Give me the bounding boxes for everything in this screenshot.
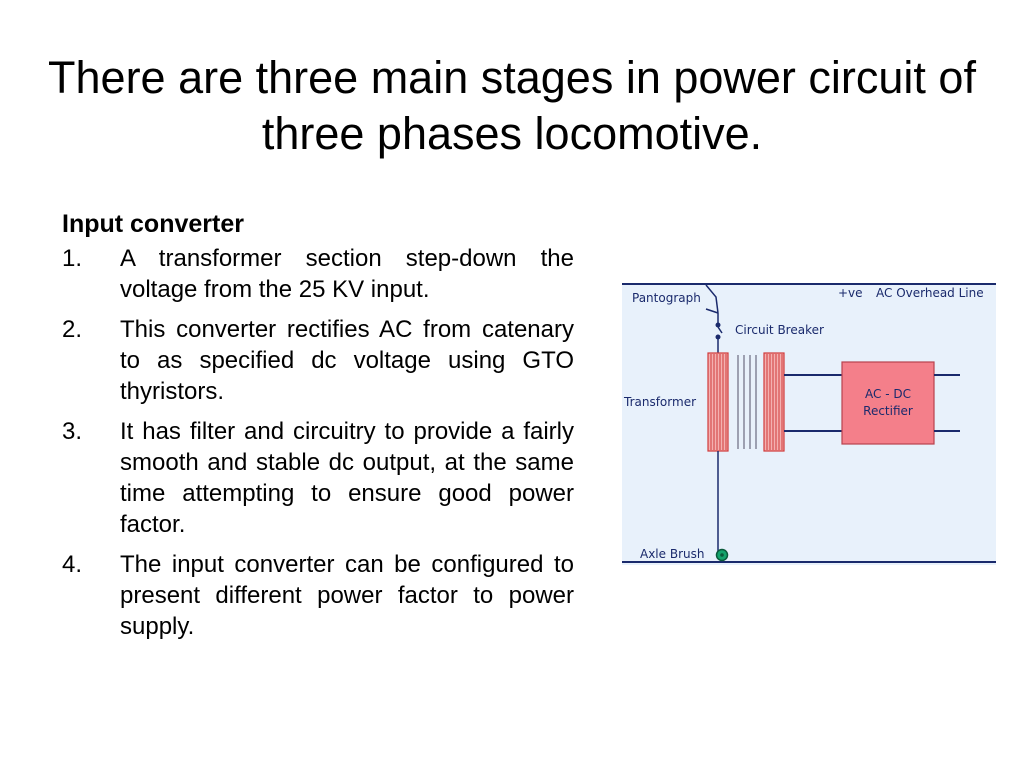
list-item-text: The input converter can be configured to… — [120, 551, 574, 640]
axle-brush-center — [720, 553, 724, 557]
list-item-text: This converter rectifies AC from catenar… — [120, 316, 574, 405]
section-heading: Input converter — [62, 210, 244, 238]
circuit-diagram-svg: Pantograph +ve AC Overhead Line Circuit … — [622, 283, 996, 565]
list-item-number: 3. — [62, 418, 83, 445]
rectifier-box — [841, 361, 935, 445]
label-pantograph: Pantograph — [632, 291, 701, 305]
label-circuit-breaker: Circuit Breaker — [735, 323, 824, 337]
breaker-contact-top — [715, 322, 721, 328]
list-item-number: 1. — [62, 245, 83, 272]
label-rectifier-line1: AC - DC — [865, 387, 911, 401]
content-area: Input converter 1. A transformer section… — [62, 207, 574, 651]
label-rectifier-line2: Rectifier — [863, 404, 913, 418]
list-item-text: It has filter and circuitry to provide a… — [120, 418, 574, 538]
slide-title: There are three main stages in power cir… — [48, 52, 976, 159]
pantograph-arm — [705, 308, 719, 314]
steps-list: 1. A transformer section step-down the v… — [62, 243, 574, 642]
breaker-blade — [717, 326, 723, 334]
label-axle-brush: Axle Brush — [640, 547, 704, 561]
label-positive: +ve — [838, 286, 863, 300]
list-item: 2. This converter rectifies AC from cate… — [62, 314, 574, 407]
label-transformer: Transformer — [623, 395, 696, 409]
list-item: 4. The input converter can be configured… — [62, 549, 574, 642]
list-item-number: 4. — [62, 551, 83, 578]
list-item-number: 2. — [62, 316, 83, 343]
label-overhead-line: AC Overhead Line — [876, 286, 984, 300]
list-item: 1. A transformer section step-down the v… — [62, 243, 574, 305]
pantograph-icon — [705, 284, 719, 314]
breaker-contact-bottom — [715, 334, 721, 340]
circuit-diagram: Pantograph +ve AC Overhead Line Circuit … — [622, 283, 996, 565]
list-item: 3. It has filter and circuitry to provid… — [62, 416, 574, 540]
list-item-text: A transformer section step-down the volt… — [120, 245, 574, 303]
